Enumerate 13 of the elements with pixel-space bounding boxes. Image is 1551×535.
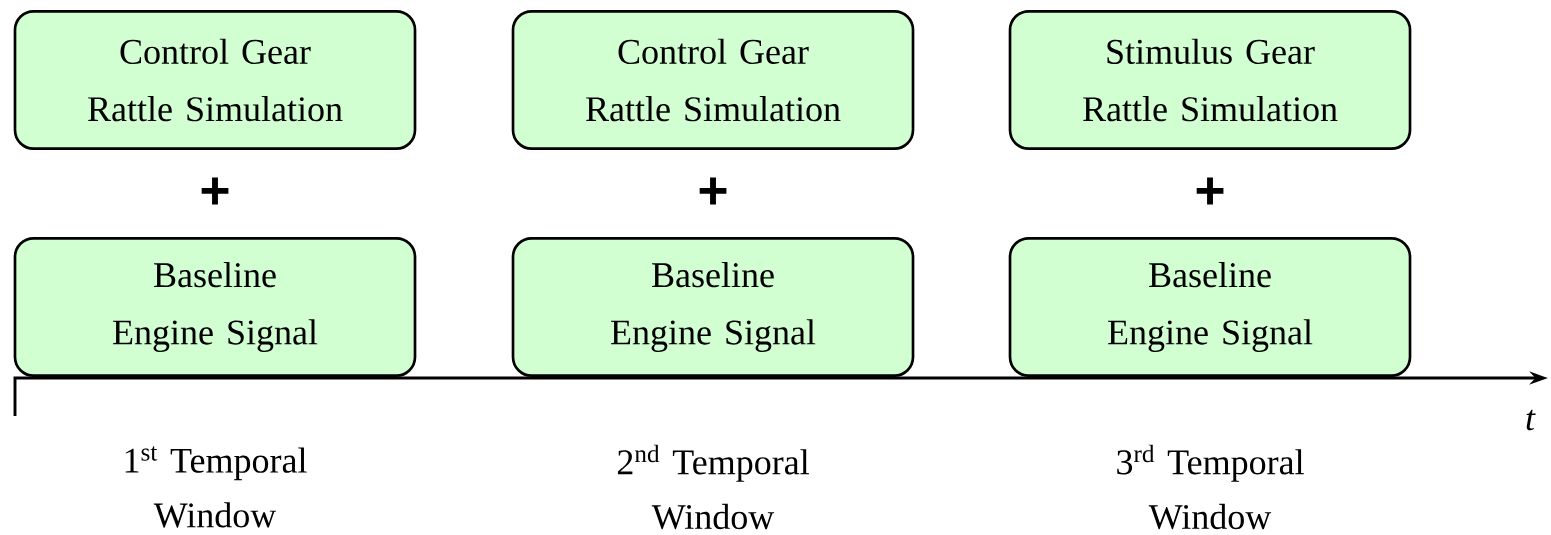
process-box: Baseline Engine Signal bbox=[511, 237, 915, 377]
plus-sign: + bbox=[699, 177, 727, 205]
window-label: 2$^{nd}$ Temporal Window bbox=[617, 444, 809, 530]
process-box: Control Gear Rattle Simulation bbox=[511, 10, 915, 150]
plus-sign: + bbox=[201, 177, 229, 205]
process-box: Baseline Engine Signal bbox=[1008, 237, 1412, 377]
window-label: 3$^{rd}$ Temporal Window bbox=[1117, 444, 1304, 530]
axis-label: t bbox=[1526, 409, 1536, 431]
window-label: 1$^{st}$ Temporal Window bbox=[125, 446, 307, 528]
plus-sign: + bbox=[1196, 177, 1224, 205]
process-box: Control Gear Rattle Simulation bbox=[13, 10, 417, 150]
process-box: Stimulus Gear Rattle Simulation bbox=[1008, 10, 1412, 150]
process-box: Baseline Engine Signal bbox=[13, 237, 417, 377]
